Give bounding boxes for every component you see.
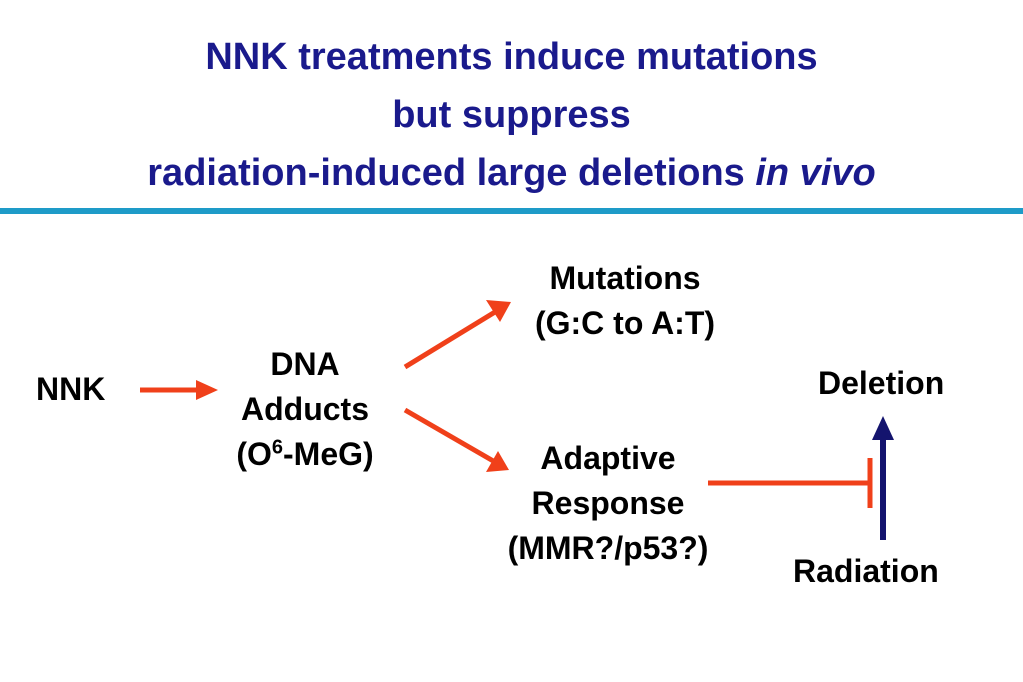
inhibition-bar-adaptive-to-radiation xyxy=(708,458,873,508)
dna-adducts-line-3-prefix: (O xyxy=(236,436,272,472)
dna-adducts-superscript: 6 xyxy=(271,436,283,459)
arrow-adducts-to-mutations xyxy=(403,300,511,370)
adaptive-response-line-2: Response xyxy=(531,485,685,521)
arrow-adducts-to-adaptive-response xyxy=(403,407,509,472)
dna-adducts-line-1: DNA xyxy=(270,346,340,382)
slide-title: NNK treatments induce mutations but supp… xyxy=(0,28,1023,202)
mutations-line-1: Mutations xyxy=(549,260,701,296)
node-nnk: NNK xyxy=(36,367,105,412)
radiation-label: Radiation xyxy=(793,553,939,589)
node-deletion: Deletion xyxy=(818,361,944,406)
arrow-nnk-to-adducts xyxy=(140,380,218,400)
adaptive-response-line-1: Adaptive xyxy=(540,440,676,476)
dna-adducts-line-3: (O6-MeG) xyxy=(218,432,392,477)
title-line-3-main: radiation-induced large deletions xyxy=(147,152,756,194)
title-line-2: but suppress xyxy=(392,94,631,136)
node-adaptive-response: Adaptive Response (MMR?/p53?) xyxy=(478,436,738,571)
deletion-label: Deletion xyxy=(818,365,945,401)
title-line-1: NNK treatments induce mutations xyxy=(205,36,818,78)
mutations-line-2: (G:C to A:T) xyxy=(534,305,716,341)
title-line-3-italic: in vivo xyxy=(755,152,876,194)
node-dna-adducts: DNA Adducts (O6-MeG) xyxy=(218,342,392,477)
dna-adducts-line-2: Adducts xyxy=(241,391,369,427)
adaptive-response-line-3: (MMR?/p53?) xyxy=(507,530,709,566)
title-divider xyxy=(0,208,1023,214)
title-line-3: radiation-induced large deletions in viv… xyxy=(0,144,1023,202)
node-mutations: Mutations (G:C to A:T) xyxy=(500,256,750,346)
nnk-label: NNK xyxy=(36,371,106,407)
node-radiation: Radiation xyxy=(793,549,939,594)
arrow-radiation-to-deletion xyxy=(872,416,894,540)
dna-adducts-line-3-suffix: -MeG) xyxy=(283,436,374,472)
